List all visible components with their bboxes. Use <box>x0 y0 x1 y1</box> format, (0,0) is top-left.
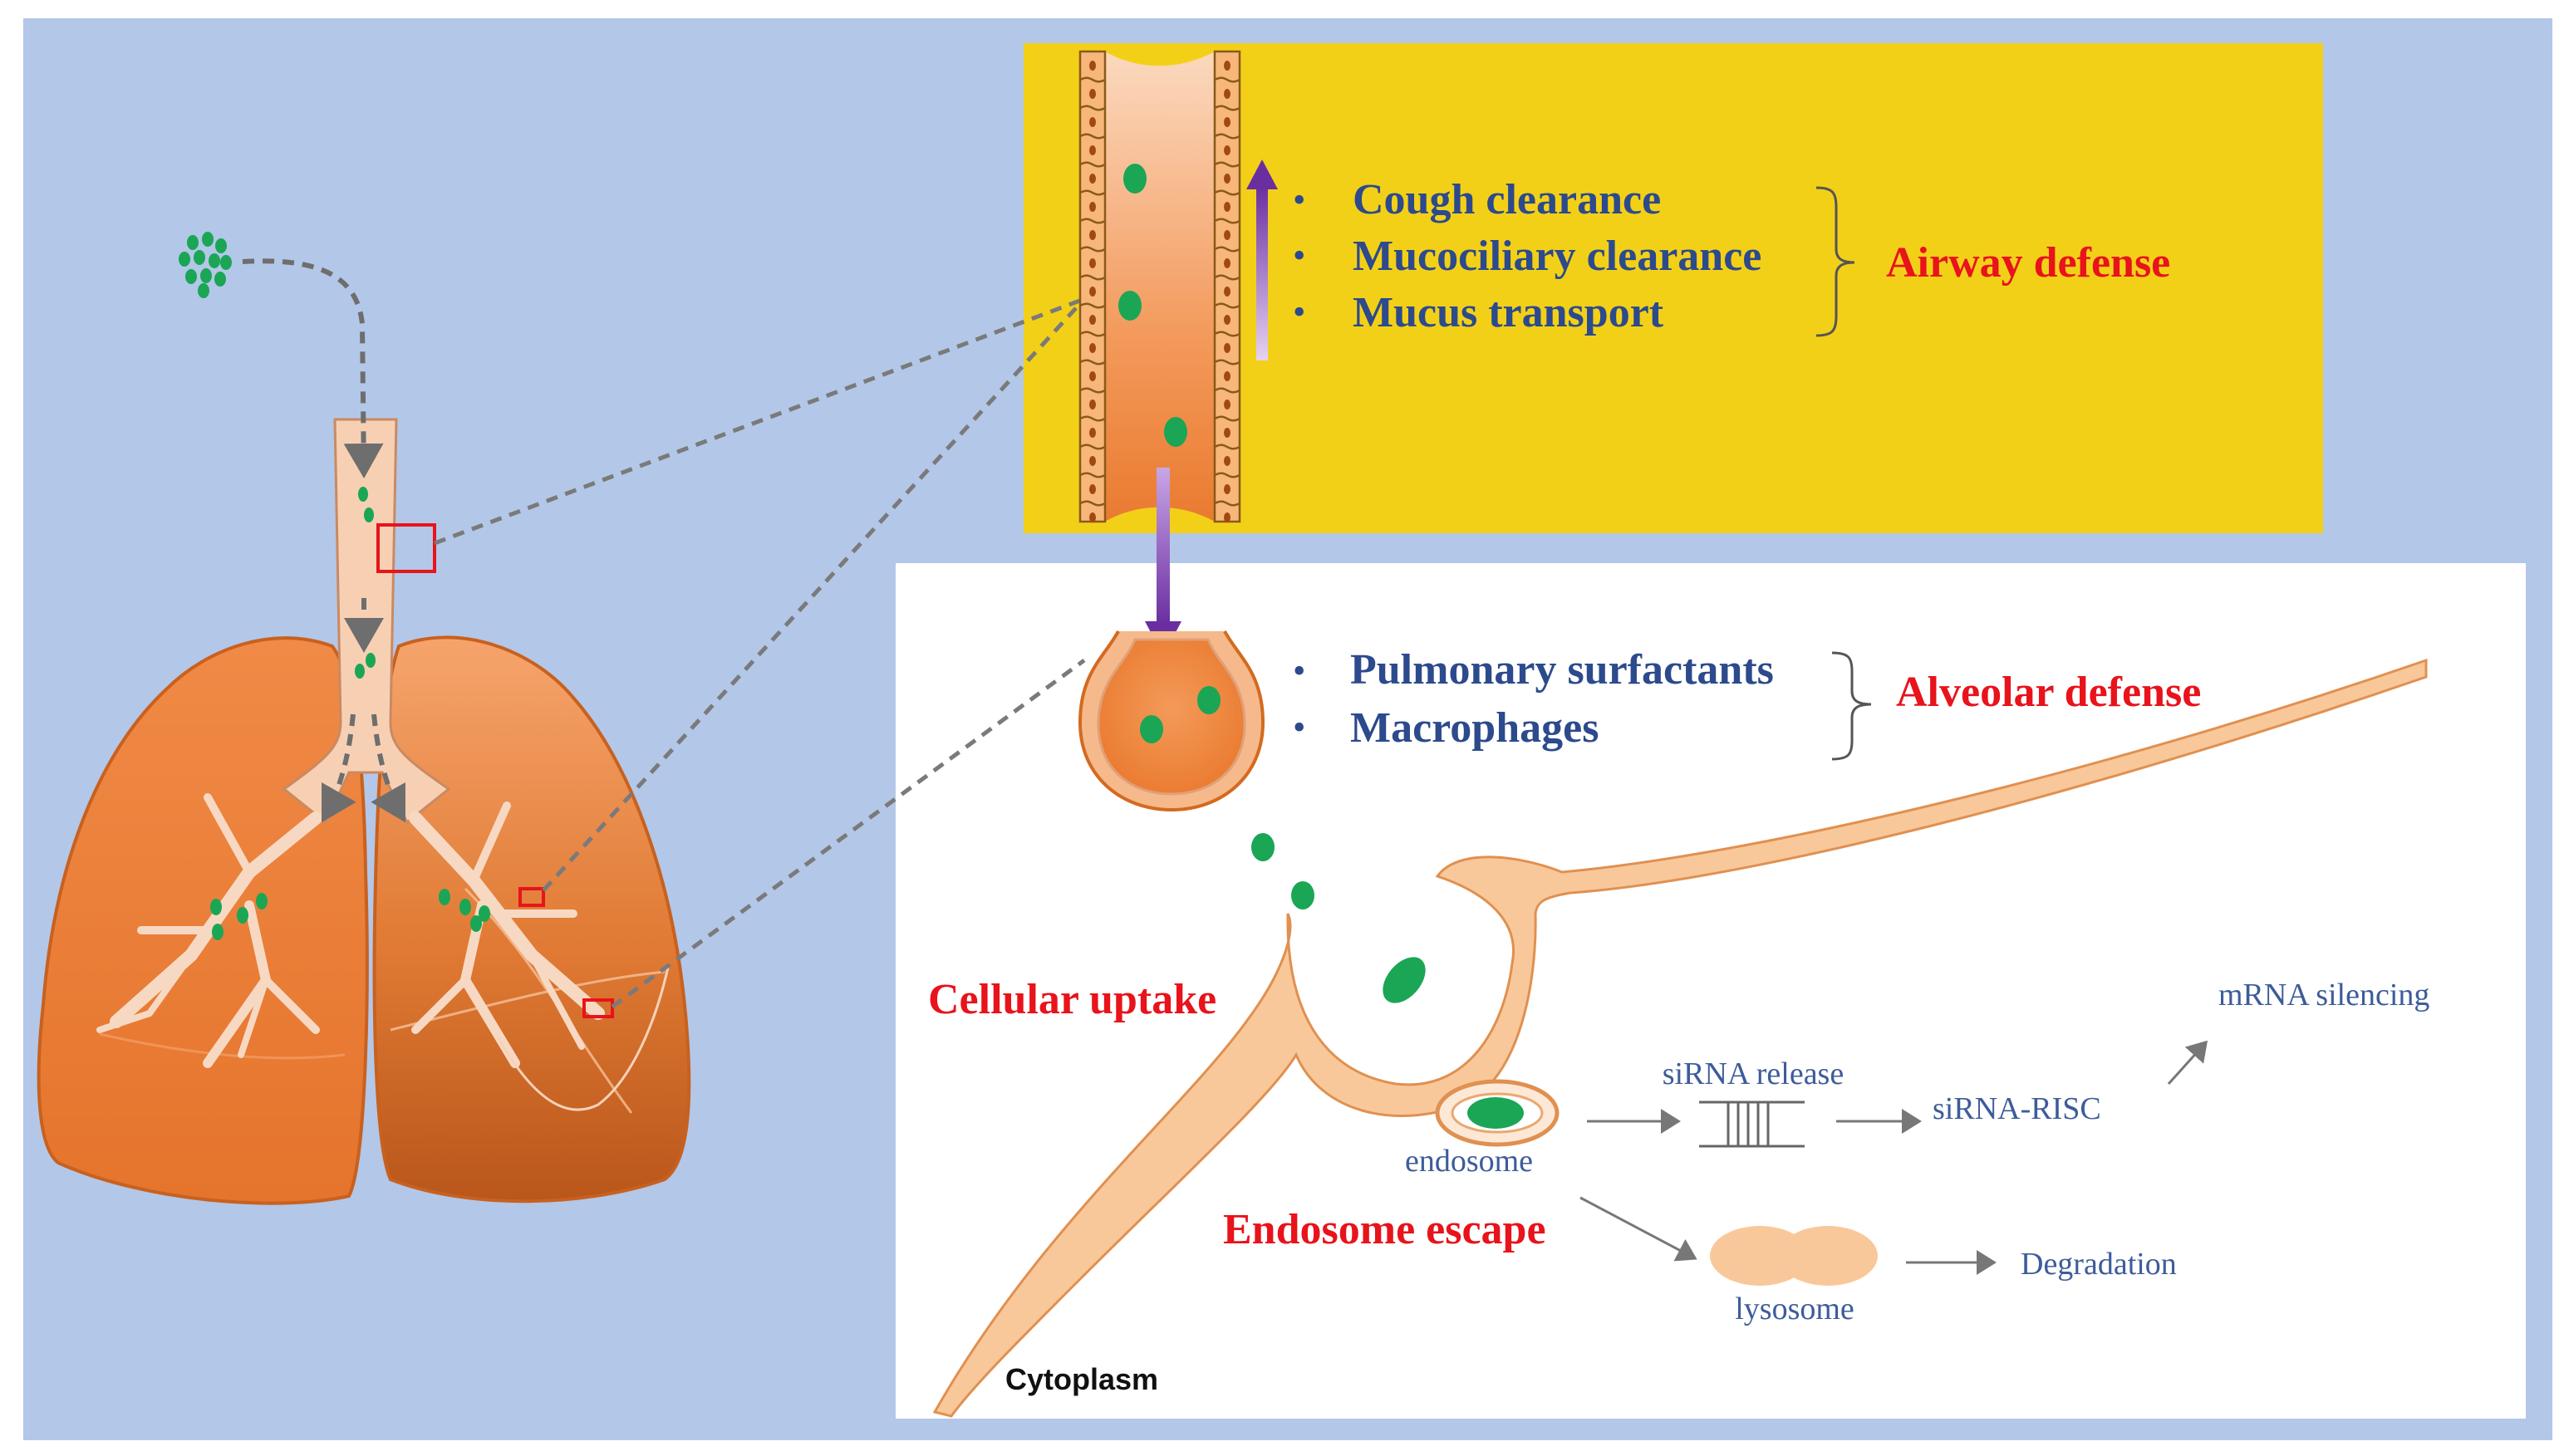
lysosome-label: lysosome <box>1735 1292 1854 1326</box>
alveolar-brace <box>1831 651 1872 761</box>
clearance-arrow <box>1246 159 1278 360</box>
tube-particles <box>1118 164 1187 447</box>
alveolar-item-surfactants: Pulmonary surfactants <box>1350 646 1774 694</box>
cellular-uptake-label: Cellular uptake <box>928 976 1216 1023</box>
cell-nucleus <box>1224 400 1230 409</box>
alveoli-zoom-box <box>582 998 614 1018</box>
cell-nucleus <box>1224 512 1230 522</box>
trachea-zoom-box <box>376 523 436 573</box>
cytoplasm-label: Cytoplasm <box>1005 1362 1158 1396</box>
cell-nucleus <box>1089 371 1096 381</box>
svg-text:•: • <box>1293 179 1305 220</box>
zoom-connectors <box>434 297 1086 1009</box>
lungs-icon <box>37 418 691 1205</box>
cell-nucleus <box>1089 202 1096 212</box>
cell-nucleus <box>1224 371 1230 381</box>
alveolus-icon <box>1078 630 1265 812</box>
uptake-particles <box>1251 833 1426 1003</box>
inhaled-particles <box>179 232 232 298</box>
svg-text:•: • <box>1293 707 1305 748</box>
endosome-label: endosome <box>1405 1144 1533 1179</box>
svg-text:•: • <box>1293 292 1305 332</box>
cell-nucleus <box>1089 512 1096 522</box>
cell-nucleus <box>1224 428 1230 438</box>
epithelium-right <box>1214 76 1240 507</box>
airway-item-mucociliary: Mucociliary clearance <box>1353 233 1761 280</box>
cell-nucleus <box>1224 202 1230 212</box>
cell-nucleus <box>1089 315 1096 325</box>
cell-nucleus <box>1089 400 1096 409</box>
cell-nucleus <box>1089 287 1096 297</box>
cell-nucleus <box>1089 230 1096 240</box>
cell-nucleus <box>1224 343 1230 353</box>
airway-defense-list: • • • Cough clearance Mucociliary cleara… <box>1293 176 2170 337</box>
cell-nucleus <box>1089 343 1096 353</box>
cell-nucleus <box>1089 61 1096 71</box>
airway-item-mucus: Mucus transport <box>1353 289 1664 336</box>
airway-tube-icon <box>1078 50 1241 523</box>
svg-text:•: • <box>1293 650 1305 691</box>
right-lung <box>372 635 691 1204</box>
epithelium-left <box>1079 76 1106 507</box>
cell-nucleus <box>1224 174 1230 184</box>
degradation-label: Degradation <box>2021 1247 2177 1282</box>
cell-nucleus <box>1089 174 1096 184</box>
airway-defense-label: Airway defense <box>1886 239 2170 287</box>
cell-nucleus <box>1224 484 1230 494</box>
bronchiole-zoom-box <box>518 887 545 907</box>
cell-nucleus <box>1224 61 1230 71</box>
cell-membrane <box>932 658 2428 1418</box>
cell-nucleus <box>1089 89 1096 99</box>
mrna-silencing-label: mRNA silencing <box>2218 978 2429 1012</box>
alveolar-item-macrophages: Macrophages <box>1350 704 1599 752</box>
sirna-release-label: siRNA release <box>1663 1056 1844 1091</box>
cell-nucleus <box>1089 428 1096 438</box>
lysosome-icon <box>1710 1226 1878 1286</box>
cell-nucleus <box>1089 145 1096 155</box>
cell-nucleus <box>1089 117 1096 127</box>
cell-nucleus <box>1089 258 1096 268</box>
left-lung <box>37 636 369 1205</box>
endosome-icon <box>1435 1079 1560 1147</box>
airway-brace <box>1815 186 1855 337</box>
endosome-escape-label: Endosome escape <box>1223 1206 1546 1253</box>
cell-nucleus <box>1224 456 1230 466</box>
process-arrows <box>1579 1040 2208 1275</box>
cell-nucleus <box>1224 145 1230 155</box>
cell-nucleus <box>1224 287 1230 297</box>
svg-text:•: • <box>1293 235 1305 276</box>
cell-nucleus <box>1224 89 1230 99</box>
cell-nucleus <box>1089 484 1096 494</box>
sirna-risc-label: siRNA-RISC <box>1933 1091 2101 1126</box>
alveolar-defense-list: • • Pulmonary surfactants Macrophages Al… <box>1293 646 2201 761</box>
inhalation-path <box>242 258 405 823</box>
cell-nucleus <box>1089 456 1096 466</box>
sirna-duplex-icon <box>1699 1101 1805 1148</box>
cell-nucleus <box>1224 258 1230 268</box>
cell-nucleus <box>1224 315 1230 325</box>
airway-particles <box>210 487 490 940</box>
alveolar-defense-label: Alveolar defense <box>1896 669 2201 716</box>
cell-nucleus <box>1224 230 1230 240</box>
cell-nucleus <box>1224 117 1230 127</box>
airway-item-cough: Cough clearance <box>1353 176 1661 223</box>
